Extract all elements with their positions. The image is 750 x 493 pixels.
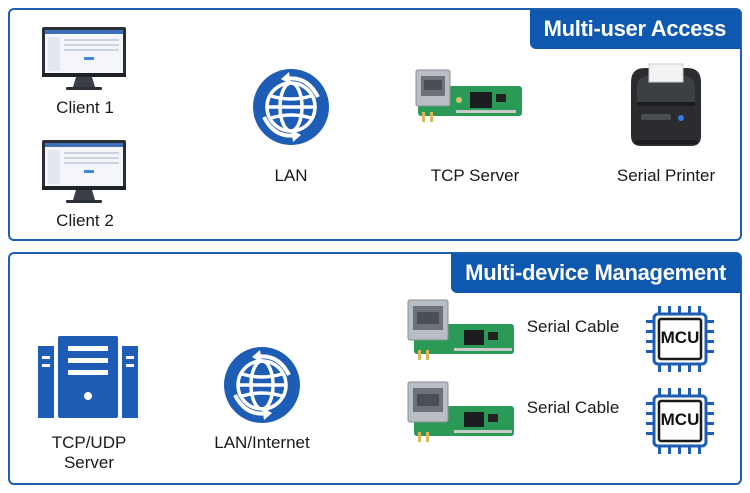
- serial-module-1: [404, 298, 516, 369]
- printer-icon: [623, 62, 709, 157]
- client-2-monitor: [42, 140, 126, 215]
- globe-icon: [251, 67, 331, 152]
- serial-cable-label-1: Serial Cable: [526, 317, 620, 336]
- tcp-udp-server-label: TCP/UDP Server: [51, 433, 127, 472]
- mcu-chip-2: MCU: [646, 388, 714, 459]
- mcu-chip-1: MCU: [646, 306, 714, 377]
- server-icon: [38, 336, 138, 427]
- client-1-label: Client 1: [56, 98, 114, 117]
- globe-icon: [222, 345, 302, 430]
- lan-internet-label: LAN/Internet: [214, 433, 310, 452]
- panel-title: Multi-device Management: [451, 254, 740, 293]
- client-1-monitor: [42, 27, 126, 102]
- lan-label: LAN: [274, 166, 308, 185]
- client-2-label: Client 2: [56, 211, 114, 230]
- mcu-label-2: MCU: [660, 410, 700, 429]
- serial-cable-label-2: Serial Cable: [526, 398, 620, 417]
- panel-multi-user-access: Multi-user Access: [8, 8, 742, 241]
- mcu-label-1: MCU: [660, 328, 700, 347]
- serial-printer-label: Serial Printer: [616, 166, 716, 185]
- tcp-server-label: TCP Server: [430, 166, 520, 185]
- serial-module-2: [404, 380, 516, 451]
- tcp-server-board: [412, 66, 524, 129]
- panel-title: Multi-user Access: [529, 10, 740, 49]
